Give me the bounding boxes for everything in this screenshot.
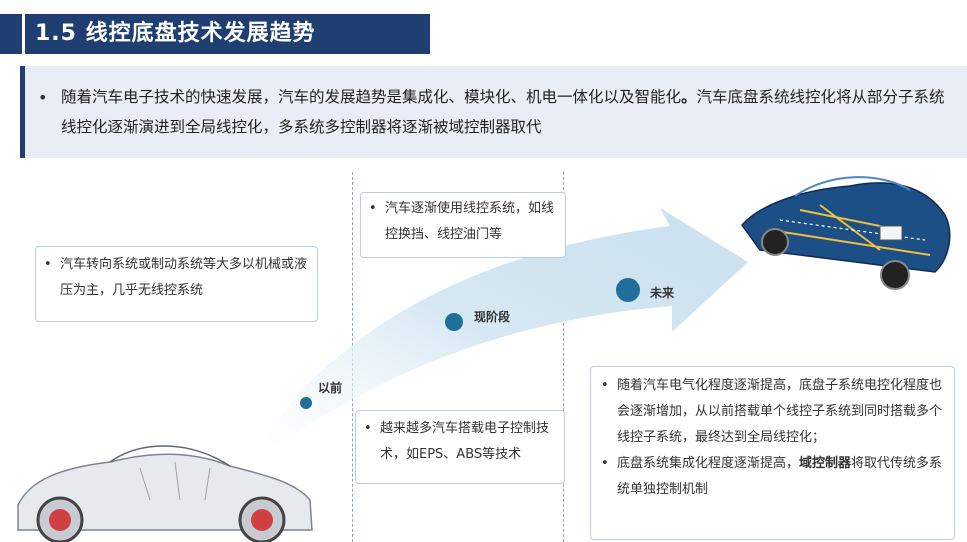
future-text-2a: 底盘系统集成化程度逐渐提高，: [617, 456, 800, 471]
past-item: • 汽车转向系统或制动系统等大多以机械或液压为主，几乎无线控系统: [44, 252, 309, 304]
stage-label-past: 以前: [318, 381, 343, 395]
future-bullet-1: •: [601, 378, 609, 393]
intro-panel: • 随着汽车电子技术的快速发展，汽车的发展趋势是集成化、模块化、机电一体化以及智…: [20, 66, 967, 158]
stage-node-future: [616, 278, 640, 302]
current-top-item: • 汽车逐渐使用线控系统，如线控换挡、线控油门等: [369, 196, 557, 248]
growth-arrow: [245, 208, 748, 470]
stage-label-current: 现阶段: [474, 310, 511, 324]
stage-node-current: [445, 313, 463, 331]
current-bottom-box: • 越来越多汽车搭载电子控制技术，如EPS、ABS等技术: [355, 410, 565, 484]
stage-node-past: [300, 397, 312, 409]
past-description-box: • 汽车转向系统或制动系统等大多以机械或液压为主，几乎无线控系统: [35, 246, 318, 322]
future-description-box: • 随着汽车电气化程度逐渐提高，底盘子系统电控化程度也会逐渐增加，从以前搭载单个线…: [590, 366, 955, 540]
future-text-2-bold: 域控制器: [799, 456, 852, 471]
current-top-text: 汽车逐渐使用线控系统，如线控换挡、线控油门等: [385, 201, 555, 242]
stage-label-future: 未来: [650, 286, 675, 300]
current-top-box: • 汽车逐渐使用线控系统，如线控换挡、线控油门等: [360, 192, 566, 258]
current-bottom-bullet: •: [364, 421, 372, 436]
stage-divider-2: [563, 172, 564, 542]
intro-text: 随着汽车电子技术的快速发展，汽车的发展趋势是集成化、模块化、机电一体化以及智能化…: [61, 82, 956, 142]
current-bottom-text: 越来越多汽车搭载电子控制技术，如EPS、ABS等技术: [380, 421, 550, 462]
page-title: 1.5 线控底盘技术发展趋势: [25, 14, 430, 54]
current-top-bullet: •: [369, 201, 377, 216]
future-item-1: • 随着汽车电气化程度逐渐提高，底盘子系统电控化程度也会逐渐增加，从以前搭载单个线…: [601, 373, 944, 451]
past-text: 汽车转向系统或制动系统等大多以机械或液压为主，几乎无线控系统: [60, 257, 308, 298]
past-bullet: •: [44, 257, 52, 272]
intro-text-part2: 汽车底盘系统线控化将从部分子系统线控化逐渐演进到全局线控化，多系统多控制器将逐渐…: [61, 88, 945, 136]
future-bullet-2: •: [601, 456, 609, 471]
left-car-icon: [17, 445, 313, 542]
intro-bullet: •: [38, 88, 48, 107]
future-text-1: 随着汽车电气化程度逐渐提高，底盘子系统电控化程度也会逐渐增加，从以前搭载单个线控…: [617, 378, 943, 445]
title-accent-bar: [0, 14, 22, 54]
right-car-icon: [741, 176, 951, 290]
future-text-2b: 将取代传统多系统单独控制机制: [617, 456, 943, 497]
intro-text-bold: 。: [681, 88, 697, 106]
future-item-2: • 底盘系统集成化程度逐渐提高，域控制器将取代传统多系统单独控制机制: [601, 451, 944, 503]
current-bottom-item: • 越来越多汽车搭载电子控制技术，如EPS、ABS等技术: [364, 416, 556, 468]
intro-text-part1: 随着汽车电子技术的快速发展，汽车的发展趋势是集成化、模块化、机电一体化以及智能化: [61, 88, 682, 106]
